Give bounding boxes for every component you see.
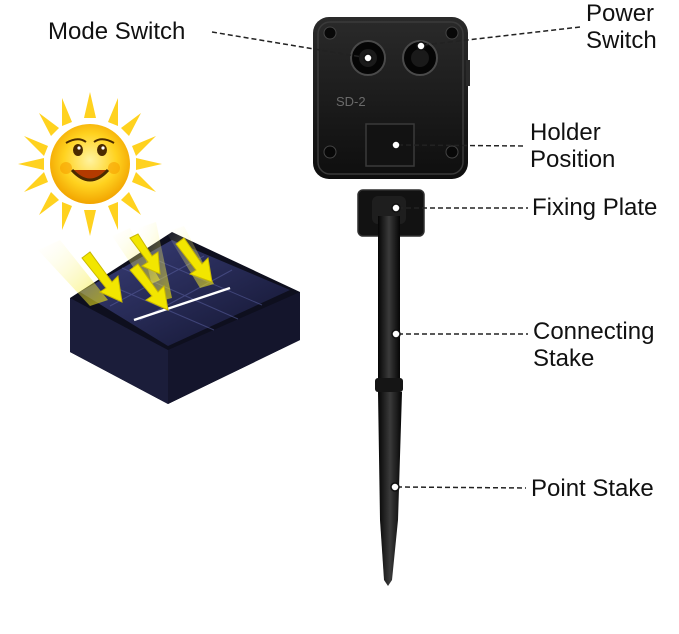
label-holder-position: Holder Position bbox=[530, 119, 616, 173]
control-box: SD-2 bbox=[313, 17, 470, 179]
stake bbox=[357, 189, 425, 586]
leader-lines bbox=[211, 26, 581, 489]
label-mode-switch: Mode Switch bbox=[48, 18, 186, 45]
label-connecting-stake: Connecting Stake bbox=[533, 318, 655, 372]
solar-panel-icon bbox=[70, 232, 300, 404]
label-fixing-plate: Fixing Plate bbox=[532, 194, 658, 221]
label-power-switch: Power Switch bbox=[586, 0, 657, 54]
marker-dots bbox=[363, 41, 426, 492]
arrow-icon bbox=[81, 233, 213, 311]
sun-icon bbox=[18, 92, 162, 236]
device-marking: SD-2 bbox=[336, 94, 366, 109]
label-point-stake: Point Stake bbox=[531, 475, 654, 502]
